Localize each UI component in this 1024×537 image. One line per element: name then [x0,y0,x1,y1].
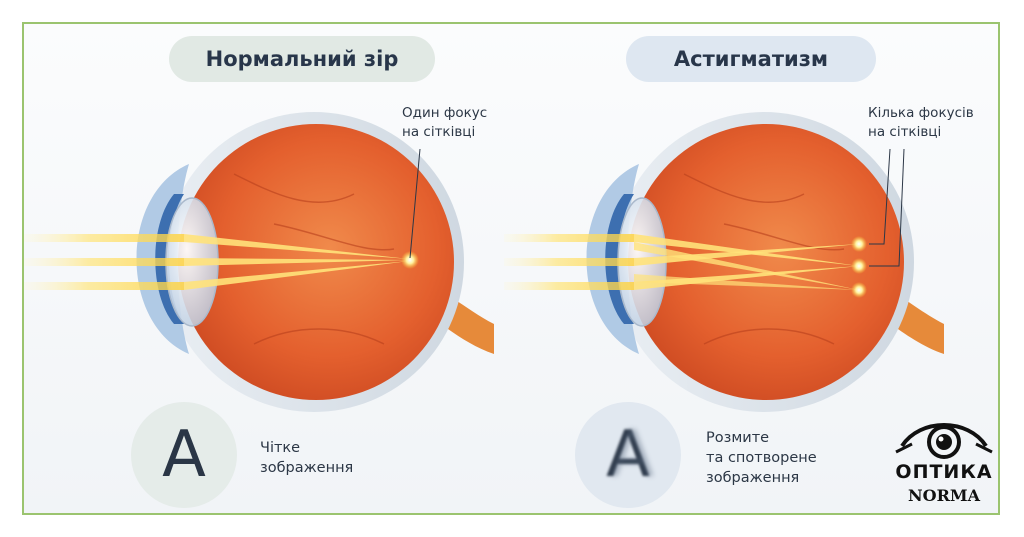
caption-blurred-image: Розмите та спотворене зображення [706,428,817,488]
caption-clear-image: Чітке зображення [260,438,353,478]
light-rays [24,234,409,290]
annotation-line [409,148,421,259]
brand-logo: ОПТИКА NORMA [892,406,996,510]
caption-line-1: Розмите [706,430,770,446]
heading-astigmatism: Астигматизм [626,36,876,82]
ghost-letter: A [610,418,654,492]
caption-line-2: зображення [260,460,354,476]
blurred-letter-sample: A A [575,402,681,508]
diagram-frame: Нормальний зір Астигматизм [22,22,1000,515]
caption-line-1: Чітке [260,440,301,456]
normal-eye [24,112,494,412]
annotation-line-2: на сітківці [402,124,476,140]
annotation-lines [869,148,905,267]
focus-point-3 [851,282,867,298]
iris [605,194,634,324]
annotation-line-1: Один фокус [402,105,488,121]
blood-vessels [233,173,395,345]
sharp-letter-sample: A [131,402,237,508]
light-rays [504,234,859,290]
caption-line-2: та спотворене [706,450,817,466]
focus-point-2 [851,258,867,274]
blurred-letter: A [606,418,650,492]
focus-point [401,251,419,269]
annotation-single-focus: Один фокус на сітківці [402,104,487,142]
annotation-line-1: Кілька фокусів [868,105,974,121]
logo-word-norma: NORMA [908,486,980,505]
sharp-letter: A [162,418,206,492]
iris [155,194,184,324]
eye-logo-icon [895,423,993,459]
caption-line-3: зображення [706,470,800,486]
blurred-letter-wrap: A A [606,423,654,487]
astigmatic-eye [504,112,944,412]
focus-point-1 [851,236,867,252]
blood-vessels [683,173,845,345]
logo-word-optika: ОПТИКА [895,461,993,483]
heading-normal-vision: Нормальний зір [169,36,435,82]
eyeball [628,124,904,400]
eyes-illustration [24,112,944,412]
annotation-multiple-foci: Кілька фокусів на сітківці [868,104,974,142]
annotation-line-2: на сітківці [868,124,942,140]
